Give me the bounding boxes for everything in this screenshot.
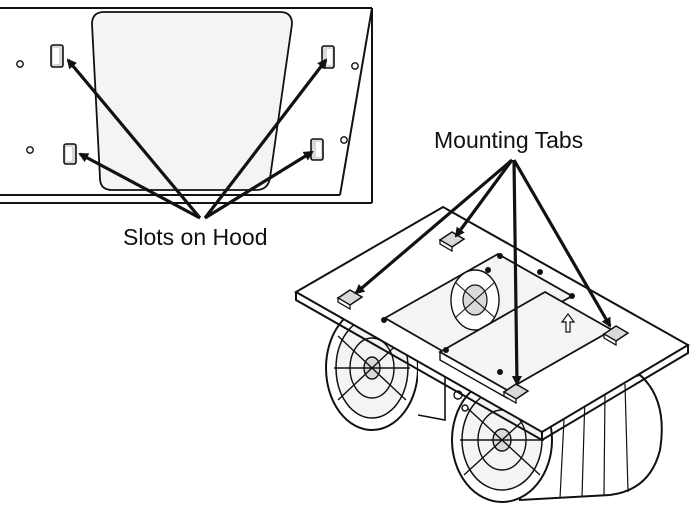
- airflow-arrow-icon: [560, 313, 576, 333]
- slots-on-hood-label: Slots on Hood: [123, 224, 267, 250]
- blower-assembly: [293, 205, 690, 503]
- bolt: [569, 293, 575, 299]
- mounting-tabs-label: Mounting Tabs: [434, 127, 583, 153]
- screw-hole: [26, 146, 34, 154]
- bolt: [381, 317, 387, 323]
- tab-arrows: [354, 158, 612, 386]
- slot-arrows: [66, 58, 328, 220]
- bolt: [537, 269, 543, 275]
- screw-hole: [16, 60, 24, 68]
- mounting-tab: [602, 325, 630, 347]
- bolt: [485, 267, 491, 273]
- hood-slot: [63, 143, 77, 165]
- bolt: [497, 369, 503, 375]
- bolt: [497, 253, 503, 259]
- hood-panel: [0, 7, 373, 204]
- mounting-plate: [293, 205, 690, 442]
- hood-slot: [310, 138, 324, 161]
- screw-hole: [340, 136, 348, 144]
- screw-hole: [351, 62, 359, 70]
- hood-opening: [91, 11, 293, 191]
- mounting-tab: [502, 383, 530, 405]
- bolt: [443, 347, 449, 353]
- hood-slot: [50, 44, 64, 68]
